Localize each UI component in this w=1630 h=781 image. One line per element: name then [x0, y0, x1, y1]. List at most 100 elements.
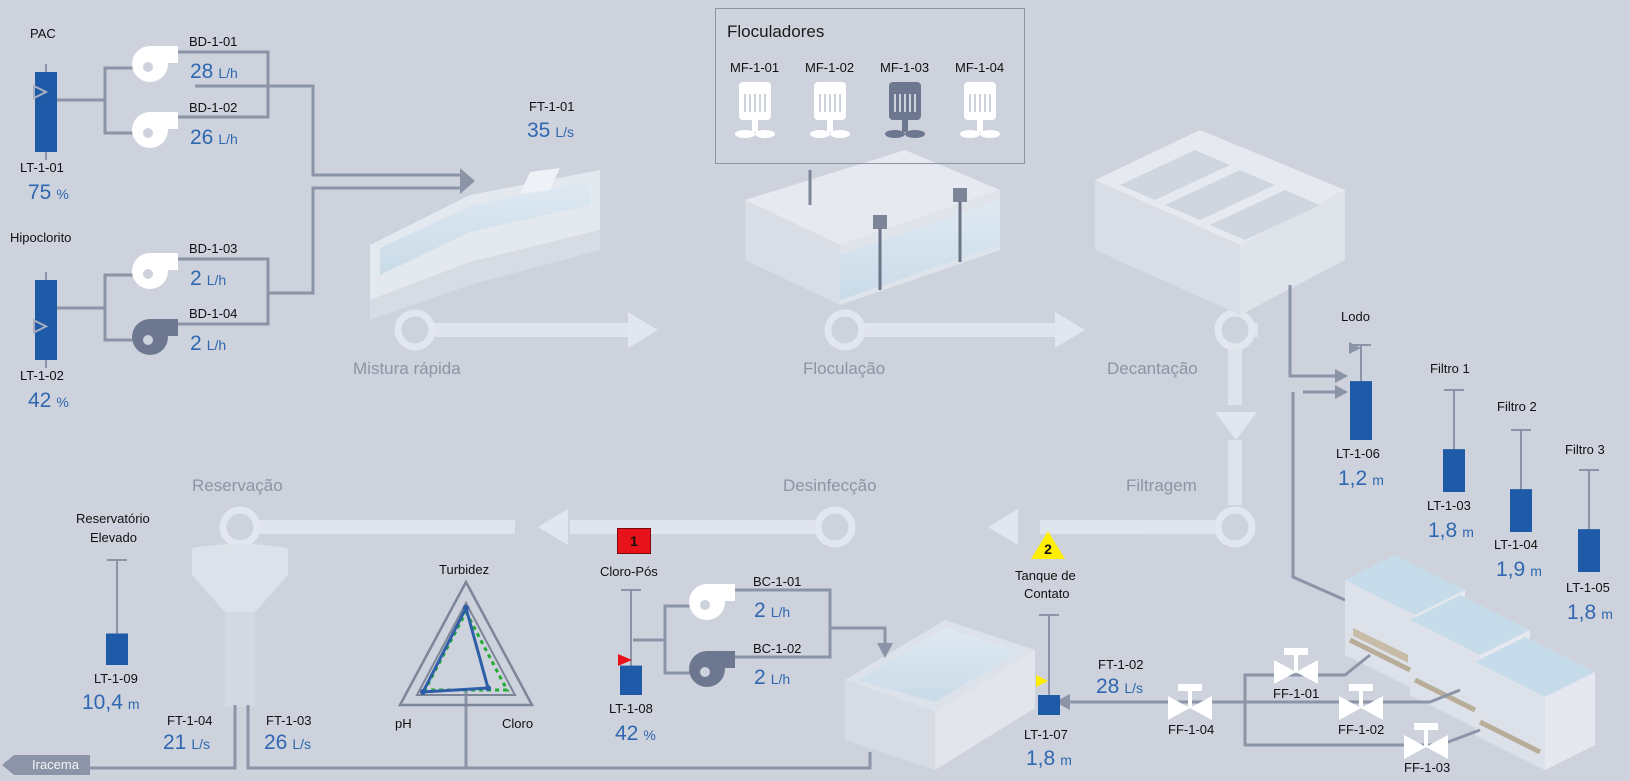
outlet-tag[interactable]: Iracema: [0, 754, 90, 776]
reservatorio-tag: LT-1-09: [94, 671, 138, 686]
alarm-2-label: 2: [1044, 541, 1052, 557]
cloro-setpoint-icon: [618, 654, 632, 666]
pump-bd103-icon[interactable]: [132, 253, 178, 289]
lodo-label: Lodo: [1341, 309, 1370, 324]
pump-bd101-icon[interactable]: [132, 46, 178, 82]
valve-ff102-tag: FF-1-02: [1338, 722, 1385, 737]
ft104-tag: FT-1-04: [167, 713, 213, 728]
radar-label-turbidez: Turbidez: [439, 562, 490, 577]
cloro-pos-tag: LT-1-08: [609, 701, 653, 716]
filtro2-level-tank[interactable]: [1510, 429, 1532, 532]
pump-bc102-icon[interactable]: [689, 651, 735, 687]
hipoclorito-level-tank[interactable]: [33, 272, 57, 368]
floc-tanks: [745, 150, 1000, 305]
pump-bd102-tag: BD-1-02: [189, 100, 238, 115]
flocculators-panel: [715, 8, 1025, 164]
pump-bc101-icon[interactable]: [689, 584, 735, 620]
pac-level-tag: LT-1-01: [20, 160, 64, 175]
pump-bc102-tag: BC-1-02: [753, 641, 802, 656]
contato-level-tank[interactable]: [1038, 614, 1060, 715]
pumps: [132, 46, 735, 687]
lodo-tag: LT-1-06: [1336, 446, 1380, 461]
stage-floculacao: Floculação: [803, 359, 886, 378]
filtro1-tag: LT-1-03: [1427, 498, 1471, 513]
filtro1-level-tank[interactable]: [1443, 389, 1465, 492]
contact-tank: [845, 620, 1035, 770]
outlet-pipes: [90, 690, 872, 770]
mixer-icon[interactable]: [733, 82, 777, 144]
cloro-pos-value: 42%: [615, 722, 656, 745]
pump-bd101-tag: BD-1-01: [189, 34, 238, 49]
reservoir-tower: [192, 544, 288, 707]
main-flow-pipes: [255, 323, 1258, 534]
pump-bd102-icon[interactable]: [132, 112, 178, 148]
pac-label: PAC: [30, 26, 56, 41]
pac-level-value: 75%: [28, 181, 69, 204]
sludge-pipes: [1288, 285, 1346, 602]
pump-bd103-tag: BD-1-03: [189, 241, 238, 256]
flocculators-title: Floculadores: [727, 22, 825, 41]
pump-bd104-icon[interactable]: [132, 319, 178, 355]
contato-setpoint-icon: [1036, 675, 1048, 687]
ft102-tag: FT-1-02: [1098, 657, 1144, 672]
filtro3-label: Filtro 3: [1565, 442, 1605, 457]
valve-ff102-icon[interactable]: [1339, 684, 1383, 720]
valve-ff104-tag: FF-1-04: [1168, 722, 1215, 737]
pac-level-tank[interactable]: [33, 64, 57, 160]
sludge-arrow-icon-2: [1335, 385, 1348, 399]
radar-label-ph: pH: [395, 716, 412, 731]
filtro3-level-tank[interactable]: [1578, 469, 1600, 572]
pump-bd104-tag: BD-1-04: [189, 306, 238, 321]
valve-ff104-icon[interactable]: [1168, 684, 1212, 720]
stage-decantacao: Decantação: [1107, 359, 1198, 378]
sludge-arrow-icon: [1335, 369, 1348, 383]
mixer-icon[interactable]: [958, 82, 1002, 144]
outlet-label: Iracema: [32, 757, 79, 772]
filtro1-label: Filtro 1: [1430, 361, 1470, 376]
quality-radar: [397, 579, 535, 707]
reservatorio-level-tank[interactable]: [106, 559, 128, 665]
contato-label-2: Contato: [1024, 586, 1070, 601]
filtro2-label: Filtro 2: [1497, 399, 1537, 414]
chlorine-arrow-icon: [877, 643, 893, 658]
filtro3-tag: LT-1-05: [1566, 580, 1610, 595]
flow-arrow-heads: [538, 312, 1257, 545]
alarm-2-icon[interactable]: [1031, 531, 1065, 559]
lodo-level-tank[interactable]: [1350, 344, 1372, 440]
reservatorio-label-2: Elevado: [90, 530, 137, 545]
mixing-channel: [370, 168, 600, 320]
hipoclorito-level-value: 42%: [28, 389, 69, 412]
lodo-setpoint-icon: [1349, 342, 1361, 354]
filter-boxes: [1345, 555, 1595, 770]
ft103-tag: FT-1-03: [266, 713, 312, 728]
mixer-icon[interactable]: [883, 82, 927, 144]
reservatorio-label-1: Reservatório: [76, 511, 150, 526]
valve-ff101-icon[interactable]: [1274, 648, 1318, 684]
valve-ff101-tag: FF-1-01: [1273, 686, 1320, 701]
valve-ff103-icon[interactable]: [1404, 723, 1448, 759]
mixer-tag: MF-1-02: [805, 60, 855, 75]
valves: [1168, 648, 1448, 759]
mixer-icon[interactable]: [808, 82, 852, 144]
hipoclorito-label: Hipoclorito: [10, 230, 72, 245]
contato-tag: LT-1-07: [1024, 727, 1068, 742]
cloro-pos-level-tank[interactable]: [620, 589, 642, 695]
contato-label-1: Tanque de: [1015, 568, 1076, 583]
dosing-pipes: [56, 50, 465, 342]
alarm-1-badge[interactable]: 1: [617, 528, 651, 554]
level-indicators: [33, 64, 1600, 715]
